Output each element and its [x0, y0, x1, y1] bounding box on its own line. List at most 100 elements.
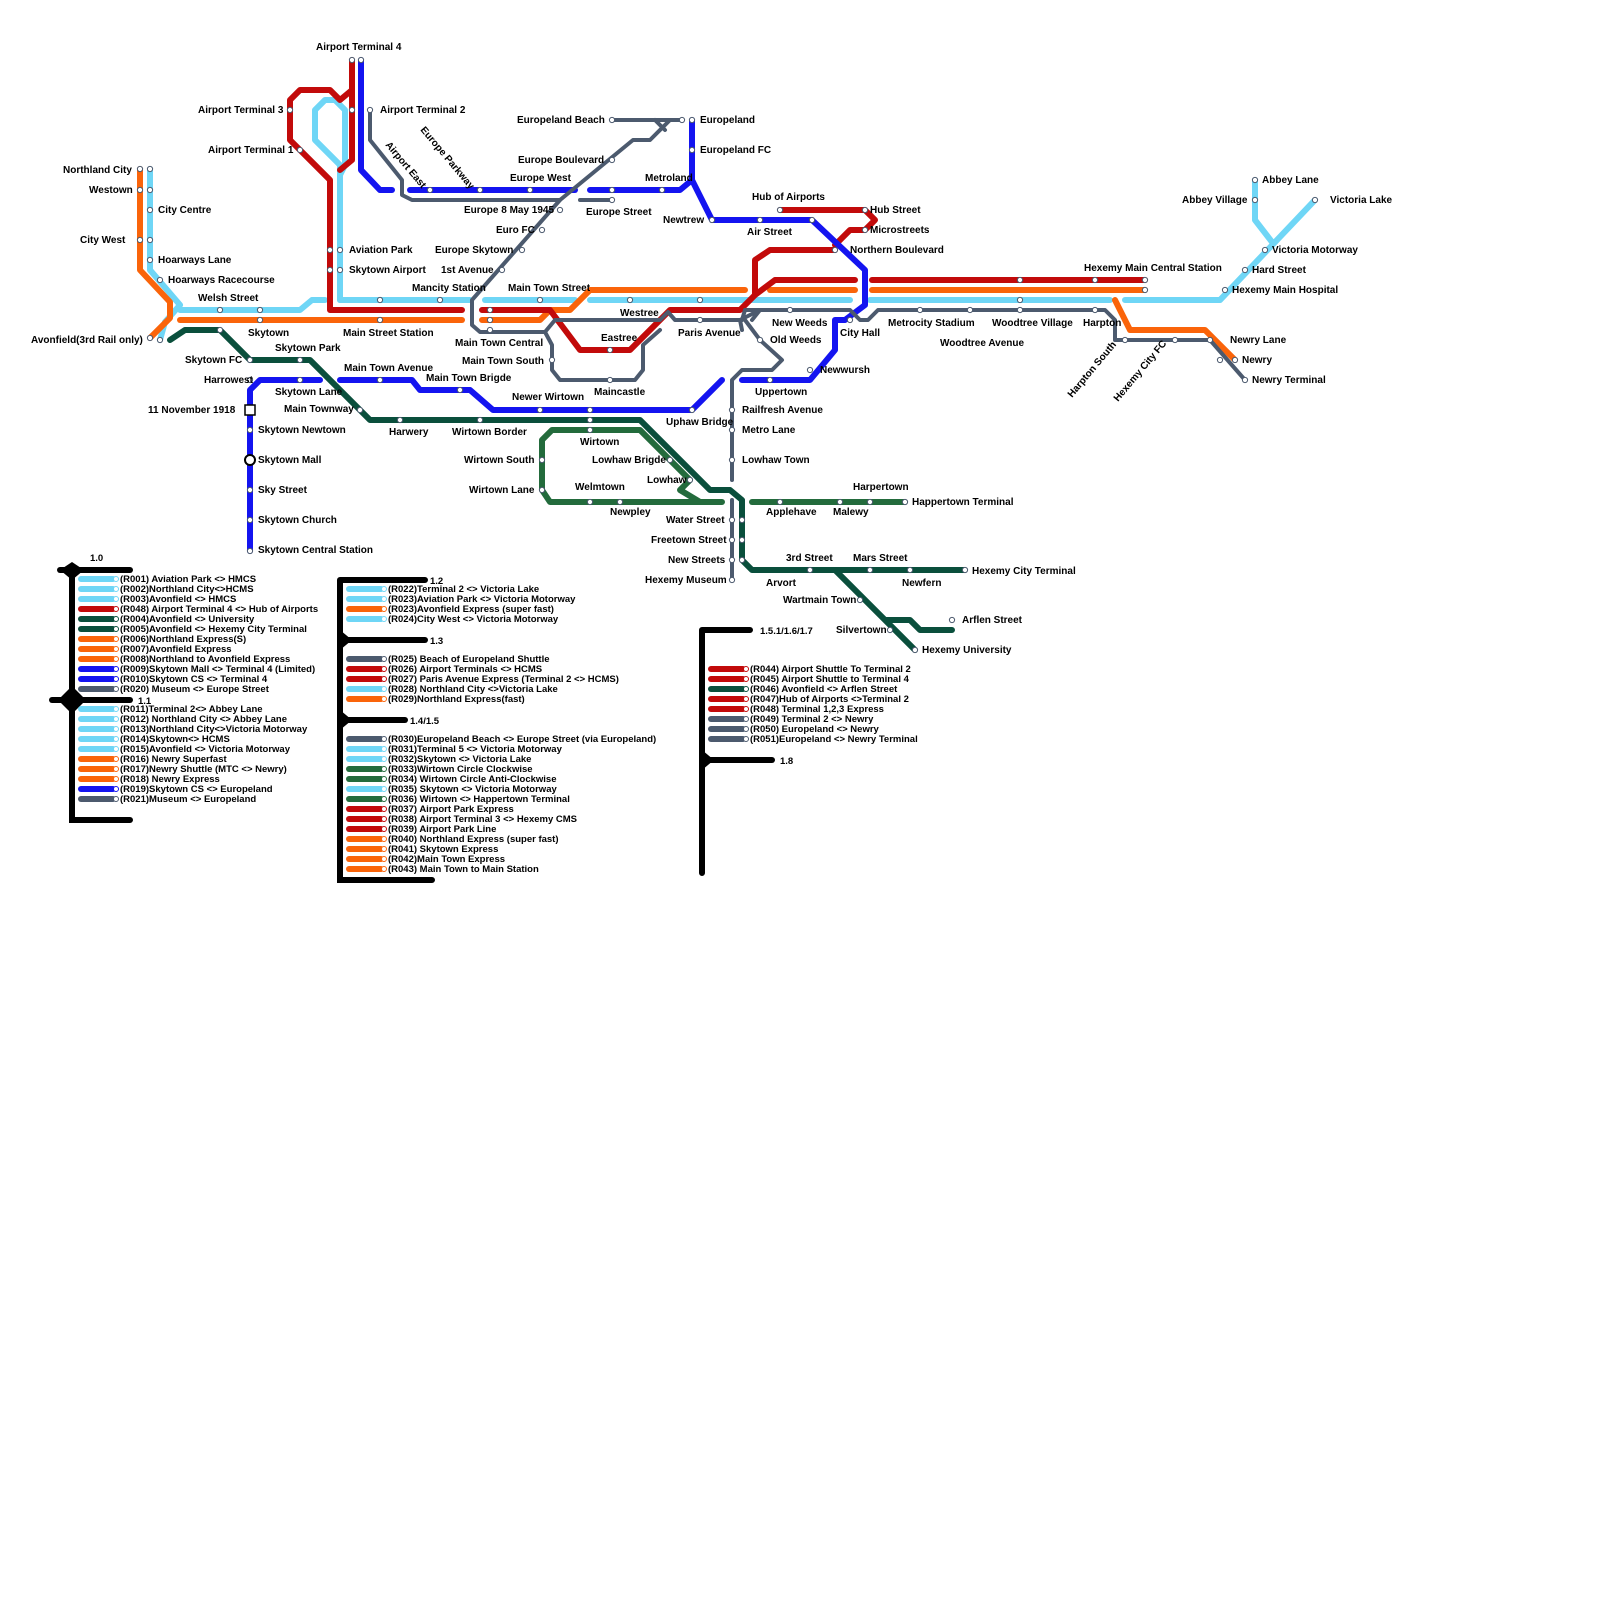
station-europeland-fc[interactable]: Europeland FC — [700, 145, 771, 156]
station-skytown-airport[interactable]: Skytown Airport — [349, 265, 427, 276]
station-westown[interactable]: Westown — [89, 185, 133, 196]
station-mars-street[interactable]: Mars Street — [853, 553, 908, 564]
station-abbey-village[interactable]: Abbey Village — [1182, 195, 1248, 206]
station-newpley[interactable]: Newpley — [610, 507, 651, 518]
station-skytown-mall[interactable]: Skytown Mall — [258, 455, 322, 466]
station-1st-avenue[interactable]: 1st Avenue — [441, 265, 494, 276]
station-11-november[interactable]: 11 November 1918 — [148, 405, 236, 416]
station-air-street[interactable]: Air Street — [747, 227, 793, 238]
station-uphaw-bridge[interactable]: Uphaw Bridge — [666, 417, 734, 428]
station-skytown-church[interactable]: Skytown Church — [258, 515, 337, 526]
station-skytown-fc[interactable]: Skytown FC — [185, 355, 242, 366]
station-main-townway[interactable]: Main Townway — [284, 404, 354, 415]
station-metro-lane[interactable]: Metro Lane — [742, 425, 796, 436]
station-northland-city[interactable]: Northland City — [63, 165, 132, 176]
station-airport-terminal-3[interactable]: Airport Terminal 3 — [198, 105, 284, 116]
station-avonfield[interactable]: Avonfield(3rd Rail only) — [31, 335, 143, 346]
station-skytown-central-station[interactable]: Skytown Central Station — [258, 545, 373, 556]
station-newry-lane[interactable]: Newry Lane — [1230, 335, 1287, 346]
station-main-street-station[interactable]: Main Street Station — [343, 328, 434, 339]
station-main-town-street[interactable]: Main Town Street — [508, 283, 591, 294]
station-happertown-terminal[interactable]: Happertown Terminal — [912, 497, 1014, 508]
station-wirtown-south[interactable]: Wirtown South — [464, 455, 534, 466]
station-woodtree-avenue[interactable]: Woodtree Avenue — [940, 338, 1025, 349]
station-arvort[interactable]: Arvort — [766, 578, 797, 589]
station-eastree[interactable]: Eastree — [601, 333, 638, 344]
station-new-streets[interactable]: New Streets — [668, 555, 726, 566]
station-woodtree-village[interactable]: Woodtree Village — [992, 318, 1073, 329]
station-newtrew[interactable]: Newtrew — [663, 215, 704, 226]
station-airport-terminal-2[interactable]: Airport Terminal 2 — [380, 105, 466, 116]
station-old-weeds[interactable]: Old Weeds — [770, 335, 822, 346]
station-railfresh-avenue[interactable]: Railfresh Avenue — [742, 405, 823, 416]
station-hexemy-city-terminal[interactable]: Hexemy City Terminal — [972, 566, 1076, 577]
station-skytown-newtown[interactable]: Skytown Newtown — [258, 425, 346, 436]
station-harrowest[interactable]: Harrowest — [204, 375, 254, 386]
station-city-west[interactable]: City West — [80, 235, 126, 246]
station-airport-terminal-1[interactable]: Airport Terminal 1 — [208, 145, 294, 156]
station-airport-terminal-4[interactable]: Airport Terminal 4 — [316, 42, 402, 53]
station-wirtown[interactable]: Wirtown — [580, 437, 619, 448]
station-abbey-lane[interactable]: Abbey Lane — [1262, 175, 1319, 186]
station-hub-street[interactable]: Hub Street — [870, 205, 921, 216]
station-main-town-brigde[interactable]: Main Town Brigde — [426, 373, 512, 384]
station-new-weeds[interactable]: New Weeds — [772, 318, 828, 329]
station-hexemy-main-central[interactable]: Hexemy Main Central Station — [1084, 263, 1222, 274]
station-main-town-central[interactable]: Main Town Central — [455, 338, 543, 349]
station-euro-fc[interactable]: Euro FC — [496, 225, 535, 236]
station-europeland-beach[interactable]: Europeland Beach — [517, 115, 605, 126]
station-arflen-street[interactable]: Arflen Street — [962, 615, 1023, 626]
station-harpertown[interactable]: Harpertown — [853, 482, 909, 493]
station-hexemy-museum[interactable]: Hexemy Museum — [645, 575, 727, 586]
station-city-centre[interactable]: City Centre — [158, 205, 212, 216]
station-wartmain-town[interactable]: Wartmain Town — [783, 595, 856, 606]
station-victoria-motorway[interactable]: Victoria Motorway — [1272, 245, 1358, 256]
station-freetown-street[interactable]: Freetown Street — [651, 535, 727, 546]
station-main-town-south[interactable]: Main Town South — [462, 356, 544, 367]
station-silvertown[interactable]: Silvertown — [836, 625, 887, 636]
station-water-street[interactable]: Water Street — [666, 515, 725, 526]
station-lowhaw[interactable]: Lowhaw — [647, 475, 687, 486]
station-newer-wirtown[interactable]: Newer Wirtown — [512, 392, 584, 403]
station-europe-8-may[interactable]: Europe 8 May 1945 — [464, 205, 554, 216]
station-harpton[interactable]: Harpton — [1083, 318, 1121, 329]
station-europe-skytown[interactable]: Europe Skytown — [435, 245, 513, 256]
station-europe-boulevard[interactable]: Europe Boulevard — [518, 155, 604, 166]
station-3rd-street[interactable]: 3rd Street — [786, 553, 833, 564]
station-sky-street[interactable]: Sky Street — [258, 485, 308, 496]
station-microstreets[interactable]: Microstreets — [870, 225, 930, 236]
station-malewy[interactable]: Malewy — [833, 507, 869, 518]
station-wirtown-lane[interactable]: Wirtown Lane — [469, 485, 535, 496]
station-metroland[interactable]: Metroland — [645, 173, 693, 184]
station-victoria-lake[interactable]: Victoria Lake — [1330, 195, 1393, 206]
station-skytown[interactable]: Skytown — [248, 328, 289, 339]
station-newry[interactable]: Newry — [1242, 355, 1272, 366]
station-hexemy-university[interactable]: Hexemy University — [922, 645, 1012, 656]
station-hub-of-airports[interactable]: Hub of Airports — [752, 192, 825, 203]
station-mancity-station[interactable]: Mancity Station — [412, 283, 486, 294]
station-welsh-street[interactable]: Welsh Street — [198, 293, 259, 304]
station-metrocity-stadium[interactable]: Metrocity Stadium — [888, 318, 975, 329]
station-hard-street[interactable]: Hard Street — [1252, 265, 1307, 276]
station-city-hall[interactable]: City Hall — [840, 328, 880, 339]
station-hoarways-lane[interactable]: Hoarways Lane — [158, 255, 232, 266]
station-northern-boulevard[interactable]: Northern Boulevard — [850, 245, 944, 256]
station-maincastle[interactable]: Maincastle — [594, 387, 646, 398]
station-skytown-park[interactable]: Skytown Park — [275, 343, 341, 354]
station-westree[interactable]: Westree — [620, 308, 659, 319]
station-applehave[interactable]: Applehave — [766, 507, 817, 518]
station-main-town-avenue[interactable]: Main Town Avenue — [344, 363, 434, 374]
station-welmtown[interactable]: Welmtown — [575, 482, 625, 493]
station-harwery[interactable]: Harwery — [389, 427, 429, 438]
station-europe-street[interactable]: Europe Street — [586, 207, 652, 218]
station-hoarways-racecourse[interactable]: Hoarways Racecourse — [168, 275, 275, 286]
station-newfern[interactable]: Newfern — [902, 578, 941, 589]
station-hexemy-main-hospital[interactable]: Hexemy Main Hospital — [1232, 285, 1338, 296]
station-uppertown[interactable]: Uppertown — [755, 387, 807, 398]
station-europe-west[interactable]: Europe West — [510, 173, 572, 184]
station-paris-avenue[interactable]: Paris Avenue — [678, 328, 741, 339]
station-newry-terminal[interactable]: Newry Terminal — [1252, 375, 1326, 386]
station-lowhaw-town[interactable]: Lowhaw Town — [742, 455, 810, 466]
station-newwursh[interactable]: Newwursh — [820, 365, 870, 376]
station-wirtown-border[interactable]: Wirtown Border — [452, 427, 527, 438]
